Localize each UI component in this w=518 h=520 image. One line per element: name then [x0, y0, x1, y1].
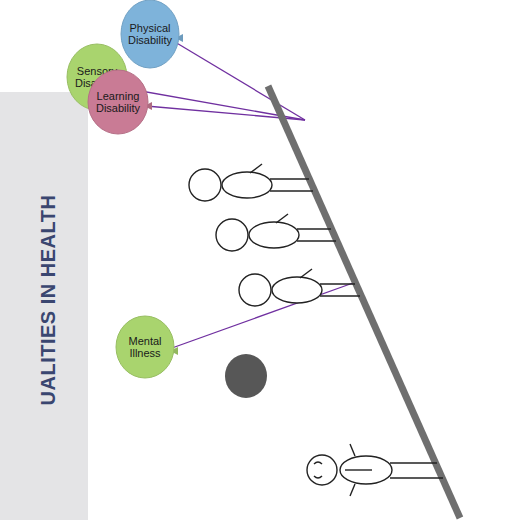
- balloon-label: Physical Disability: [121, 22, 179, 46]
- balloon-label: Learning Disability: [88, 90, 148, 114]
- balloon-node: Physical Disability: [121, 0, 179, 68]
- fulcrum-weight: [225, 354, 267, 398]
- balloon-node: Mental Illness: [116, 316, 174, 378]
- title-panel: [0, 92, 88, 520]
- seesaw-plank: [268, 86, 460, 518]
- stick-figures: [189, 164, 443, 496]
- balloon-node: Learning Disability: [88, 70, 148, 134]
- balloon-label: Mental Illness: [116, 335, 174, 359]
- slide-title: UALITIES IN HEALTH: [37, 195, 60, 406]
